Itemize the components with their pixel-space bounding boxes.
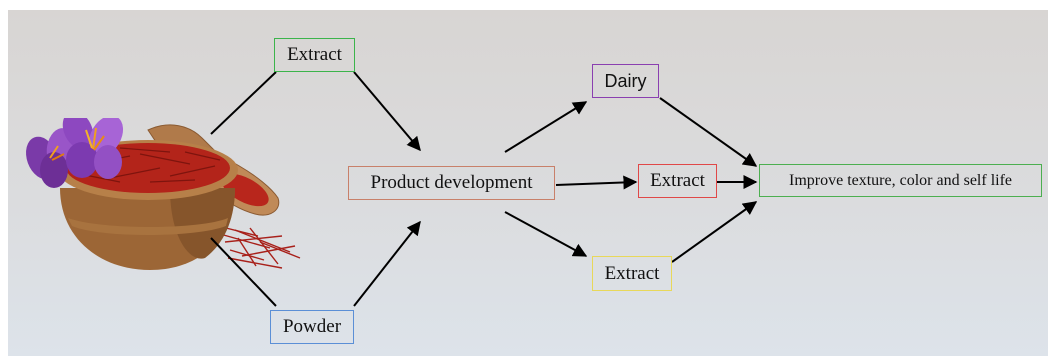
scoop-saffron: [221, 173, 269, 207]
arrow-extract-top-to-product: [353, 71, 421, 152]
node-dairy: Dairy: [592, 64, 659, 98]
node-powder-label: Powder: [282, 316, 342, 337]
node-improve: Improve texture, color and self life: [759, 164, 1042, 197]
bowl-shading: [170, 188, 235, 259]
bowl-band: [68, 218, 228, 235]
node-extract-middle: Extract: [638, 164, 717, 198]
diagram-canvas: Extract Powder Product development Dairy…: [8, 10, 1048, 356]
node-product-development-label: Product development: [370, 172, 533, 193]
node-dairy-label: Dairy: [604, 70, 647, 91]
crocus-flower-right: [62, 118, 124, 179]
arrow-powder-to-product: [353, 220, 421, 307]
arrow-dairy-to-improve: [659, 97, 758, 167]
node-extract-bottom: Extract: [592, 256, 672, 291]
line-image-to-powder: [210, 237, 277, 307]
arrow-product-to-extract-middle: [555, 175, 638, 190]
line-image-to-extract-top: [210, 71, 277, 135]
node-improve-label: Improve texture, color and self life: [788, 171, 1013, 189]
node-extract-middle-label: Extract: [650, 170, 705, 191]
node-extract-bottom-label: Extract: [604, 262, 660, 284]
connection-arrows: [210, 71, 758, 307]
node-powder: Powder: [270, 310, 354, 344]
node-extract-top: Extract: [274, 38, 355, 72]
node-extract-top-label: Extract: [287, 44, 342, 65]
arrow-product-to-extract-bottom: [504, 211, 588, 257]
saffron-illustration: [26, 118, 301, 270]
arrow-product-to-dairy: [504, 101, 588, 153]
arrow-extract-bottom-to-improve: [671, 201, 758, 263]
node-product-development: Product development: [348, 166, 555, 200]
